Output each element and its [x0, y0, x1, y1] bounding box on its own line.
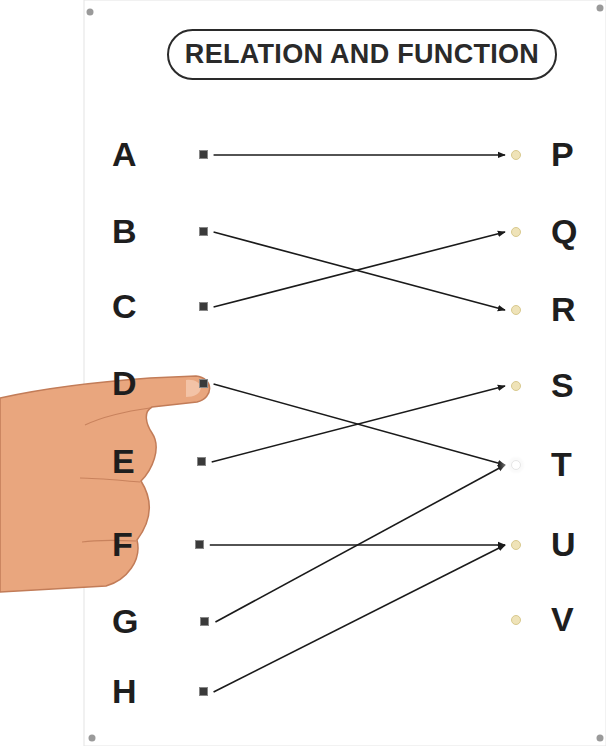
title-text: RELATION AND FUNCTION — [185, 39, 539, 69]
point-label: S — [507, 365, 578, 406]
terminal-dot — [511, 540, 521, 550]
point-label: R — [507, 289, 580, 330]
mapping-arrow — [212, 386, 505, 462]
mapping-arrow — [214, 154, 505, 156]
point-letter: A — [112, 136, 137, 173]
terminal-dot — [511, 150, 521, 160]
screw — [89, 735, 96, 742]
terminal-dot — [199, 150, 208, 159]
mapping-arrow — [214, 232, 505, 307]
point-letter: F — [112, 526, 133, 563]
point-label: B — [108, 211, 212, 252]
point-label: P — [507, 134, 578, 175]
terminal-dot — [199, 379, 208, 388]
point-letter: C — [112, 288, 137, 325]
screw — [87, 9, 94, 16]
point-letter: H — [112, 673, 137, 710]
point-label: F — [108, 524, 208, 565]
point-letter: U — [551, 526, 576, 563]
terminal-dot — [199, 687, 208, 696]
hand-shape — [0, 376, 210, 592]
point-letter: S — [551, 367, 574, 404]
mapping-arrow — [215, 465, 505, 622]
mapping-arrow — [214, 545, 505, 692]
point-label: A — [108, 134, 212, 175]
point-letter: R — [551, 291, 576, 328]
point-label: T — [507, 444, 576, 485]
point-letter: P — [551, 136, 574, 173]
screw — [597, 735, 604, 742]
terminal-dot — [511, 615, 521, 625]
point-letter: Q — [551, 213, 577, 250]
point-letter: V — [551, 601, 574, 638]
terminal-dot — [199, 227, 208, 236]
point-label: Q — [507, 211, 581, 252]
terminal-dot — [511, 460, 521, 470]
point-letter: T — [551, 446, 572, 483]
terminal-dot — [200, 617, 209, 626]
point-letter: B — [112, 213, 137, 250]
terminal-dot — [511, 381, 521, 391]
point-label: G — [108, 601, 213, 642]
terminal-dot — [195, 540, 204, 549]
title-box: RELATION AND FUNCTION — [167, 29, 557, 80]
terminal-dot — [197, 457, 206, 466]
mapping-arrow — [214, 232, 505, 310]
point-label: V — [507, 599, 578, 640]
terminal-dot — [511, 305, 521, 315]
point-letter: G — [112, 603, 138, 640]
point-letter: E — [112, 443, 135, 480]
point-label: H — [108, 671, 212, 712]
terminal-dot — [199, 302, 208, 311]
point-letter: D — [112, 365, 137, 402]
point-label: U — [507, 524, 580, 565]
board-face — [84, 0, 606, 746]
screw — [597, 5, 604, 12]
finger-creases — [80, 408, 150, 542]
point-label: D — [108, 363, 212, 404]
terminal-dot — [511, 227, 521, 237]
point-label: C — [108, 286, 212, 327]
point-label: E — [108, 441, 210, 482]
